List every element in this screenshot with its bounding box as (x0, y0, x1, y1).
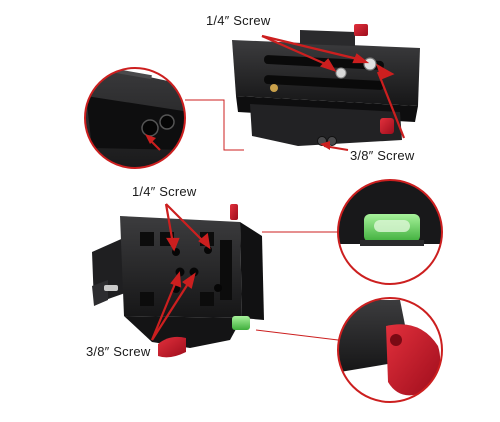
callout-bubble-level (337, 179, 443, 285)
leader-line-left (185, 99, 244, 151)
top-quick-release-plate (232, 24, 420, 146)
bubble-level-small (232, 316, 250, 330)
bottom-clamp-base (92, 204, 264, 358)
label-top-quarter-inch-screw: 1/4″ Screw (206, 13, 271, 28)
callout-locking-lever (337, 297, 443, 403)
red-locking-lever (158, 336, 186, 358)
arrows-bottom (150, 203, 211, 341)
brass-pin-icon (270, 84, 278, 92)
red-knob-bottom (230, 204, 238, 220)
label-bottom-three-eighths-screw: 3/8″ Screw (86, 344, 151, 359)
red-knob-top (354, 24, 368, 36)
arrows-top (261, 34, 406, 139)
label-top-three-eighths-screw: 3/8″ Screw (350, 148, 415, 163)
silver-screw-icon (335, 67, 347, 79)
leader-line-lever (255, 329, 339, 341)
label-bottom-quarter-inch-screw: 1/4″ Screw (132, 184, 197, 199)
red-lever-top (380, 118, 394, 134)
callout-screw-holes (84, 67, 186, 169)
silver-screw-large-icon (363, 57, 377, 71)
